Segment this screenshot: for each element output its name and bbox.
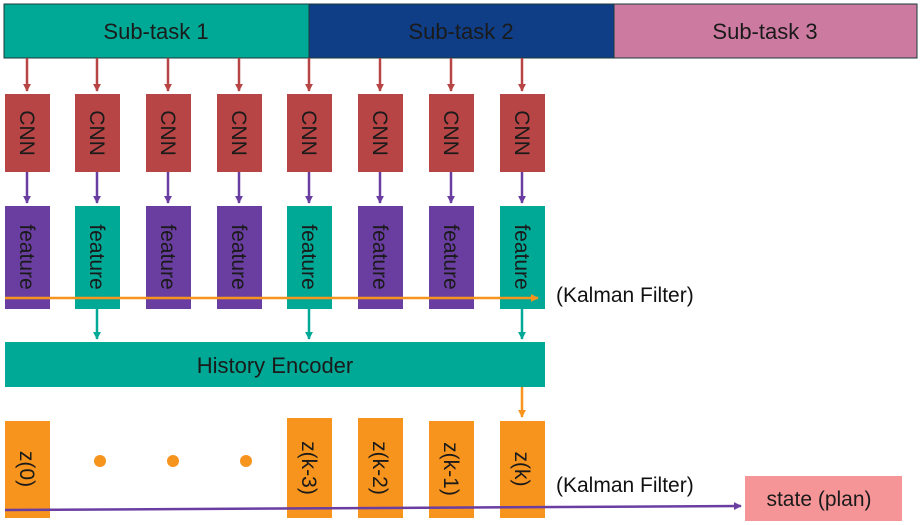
arrows-subtask-to-cnn (22, 58, 527, 92)
subtask-1-label: Sub-task 1 (103, 19, 208, 44)
state-plan-label: state (plan) (766, 488, 871, 511)
cnn-block (500, 94, 545, 172)
subtask-1-box (3, 3, 310, 59)
cnn-block (146, 94, 191, 172)
cnn-block (287, 94, 332, 172)
z-label: z(0) (15, 451, 38, 487)
feature-block (429, 206, 474, 309)
ellipsis-dot (94, 455, 106, 467)
subtask-2-label: Sub-task 2 (408, 19, 513, 44)
subtask-2-box (308, 3, 615, 59)
feature-label: feature (227, 224, 250, 289)
feature-row: feature feature feature feature feature … (5, 206, 545, 309)
ellipsis-dot (240, 455, 252, 467)
cnn-row: CNN CNN CNN CNN CNN CNN CNN CNN (5, 94, 545, 172)
kalman-state-arrow (4, 502, 742, 512)
z-block (500, 421, 545, 518)
z-label: z(k-1) (439, 442, 462, 496)
feature-block (5, 206, 50, 309)
cnn-block (429, 94, 474, 172)
feature-label: feature (15, 224, 38, 289)
cnn-block (5, 94, 50, 172)
z-block (5, 421, 50, 518)
cnn-block (358, 94, 403, 172)
z-label: z(k) (510, 452, 533, 487)
ellipsis-dot (167, 455, 179, 467)
feature-label: feature (156, 224, 179, 289)
feature-block (146, 206, 191, 309)
z-block (429, 421, 474, 518)
cnn-label: CNN (439, 110, 462, 156)
feature-label: feature (439, 224, 462, 289)
subtask-3-label: Sub-task 3 (712, 19, 817, 44)
feature-block-selected (500, 206, 545, 309)
feature-label: feature (510, 224, 533, 289)
z-label: z(k-3) (297, 441, 320, 495)
feature-label: feature (297, 224, 320, 289)
history-encoder-label: History Encoder (197, 353, 354, 378)
subtask-3-box (613, 3, 918, 59)
feature-block-selected (75, 206, 120, 309)
cnn-label: CNN (297, 110, 320, 156)
cnn-block (75, 94, 120, 172)
z-row: z(0) z(k-3) z(k-2) z(k-1) z(k) (5, 418, 545, 518)
kalman-filter-label-features: (Kalman Filter) (556, 284, 694, 307)
cnn-label: CNN (156, 110, 179, 156)
cnn-block (217, 94, 262, 172)
cnn-label: CNN (368, 110, 391, 156)
feature-block (217, 206, 262, 309)
kalman-filter-label-states: (Kalman Filter) (556, 474, 694, 497)
feature-label: feature (85, 224, 108, 289)
feature-block-selected (287, 206, 332, 309)
subtask-bar: Sub-task 1 Sub-task 2 Sub-task 3 (3, 3, 918, 59)
cnn-label: CNN (85, 110, 108, 156)
z-block (287, 418, 332, 518)
cnn-label: CNN (227, 110, 250, 156)
cnn-label: CNN (15, 110, 38, 156)
history-encoder-box (5, 342, 545, 387)
state-plan-box (745, 476, 902, 521)
feature-label: feature (368, 224, 391, 289)
cnn-label: CNN (510, 110, 533, 156)
feature-block (358, 206, 403, 309)
z-label: z(k-2) (368, 441, 391, 495)
arrows-feature-to-encoder (92, 309, 527, 340)
arrows-cnn-to-feature (22, 172, 527, 204)
z-block (358, 418, 403, 518)
